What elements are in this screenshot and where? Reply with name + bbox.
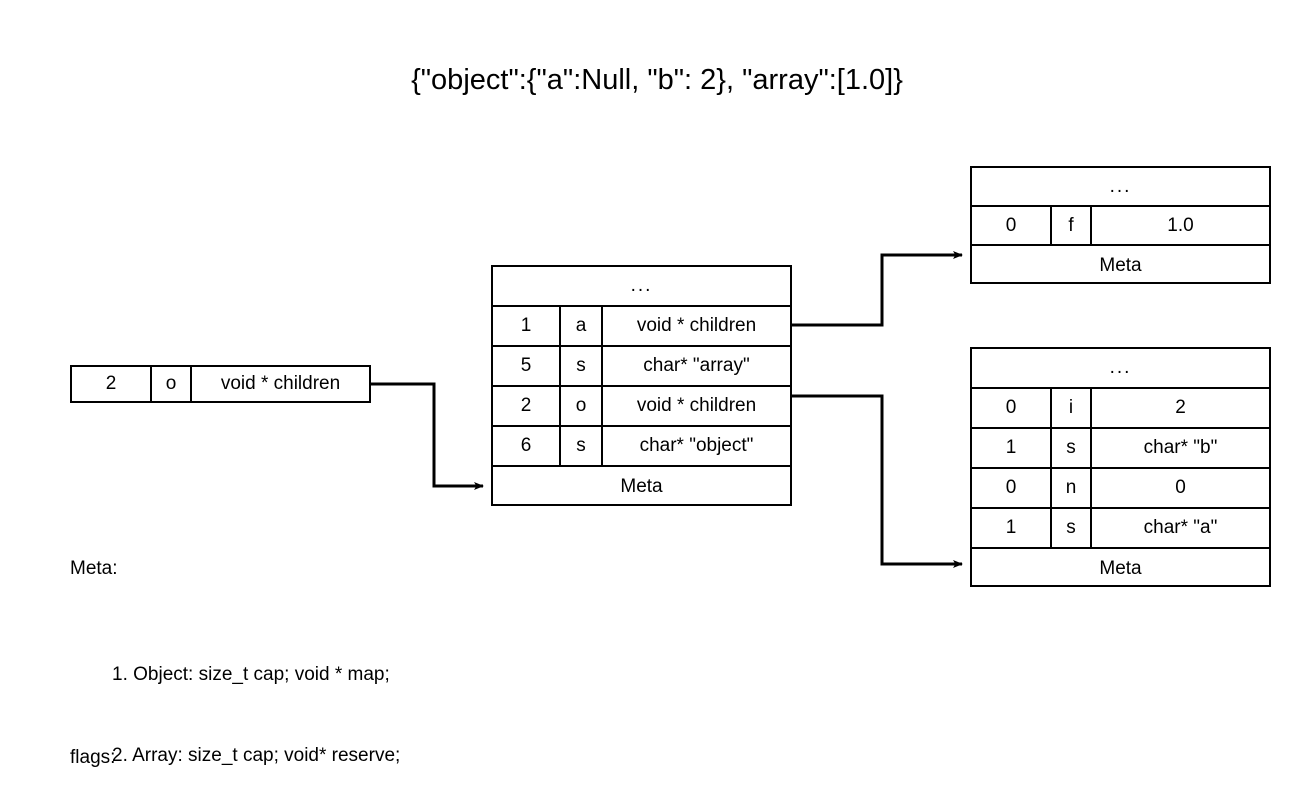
cell-value: void * children bbox=[220, 373, 341, 394]
cell-count: 5 bbox=[493, 347, 561, 385]
root-children-node: ... 1 a void * children 5 s char* "array… bbox=[491, 265, 792, 506]
arrow-middle-to-array bbox=[792, 251, 963, 327]
cell-flag: f bbox=[1052, 207, 1092, 244]
legend-meta-title: Meta: bbox=[70, 558, 118, 579]
cell-flag: s bbox=[561, 347, 603, 385]
table-row: 2 o void * children bbox=[72, 367, 369, 401]
cell-flag: s bbox=[1052, 509, 1092, 547]
table-row: 1 s char* "b" bbox=[972, 429, 1269, 469]
arrow-middle-to-object bbox=[792, 394, 963, 568]
meta-label: Meta bbox=[620, 476, 663, 497]
cell-value: void * children bbox=[636, 395, 757, 416]
table-row: 1 a void * children bbox=[493, 307, 790, 347]
cell-count: 0 bbox=[972, 389, 1052, 427]
array-children-node: ... 0 f 1.0 Meta bbox=[970, 166, 1271, 284]
cell-flag: s bbox=[1052, 429, 1092, 467]
table-row-ellipsis: ... bbox=[972, 168, 1269, 207]
cell-value: char* "b" bbox=[1143, 437, 1218, 458]
table-row-meta: Meta bbox=[493, 467, 790, 507]
page-title: {"object":{"a":Null, "b": 2}, "array":[1… bbox=[411, 64, 903, 96]
table-row: 6 s char* "object" bbox=[493, 427, 790, 467]
table-row-ellipsis: ... bbox=[972, 349, 1269, 389]
legend-flags-title: flags: bbox=[70, 747, 116, 768]
object-children-node: ... 0 i 2 1 s char* "b" 0 n 0 1 s char* … bbox=[970, 347, 1271, 587]
table-row: 2 o void * children bbox=[493, 387, 790, 427]
cell-flag: o bbox=[561, 387, 603, 425]
cell-value: char* "a" bbox=[1143, 517, 1218, 538]
cell-flag: o bbox=[152, 367, 192, 401]
cell-count: 0 bbox=[972, 469, 1052, 507]
meta-label: Meta bbox=[1099, 254, 1142, 276]
arrow-root-to-middle bbox=[371, 382, 484, 490]
cell-value: char* "array" bbox=[643, 355, 750, 376]
table-row-meta: Meta bbox=[972, 549, 1269, 589]
cell-value: 2 bbox=[1175, 397, 1186, 418]
legend-flags: flags: i -> int; a -> array; s -> string… bbox=[70, 690, 404, 810]
meta-label: Meta bbox=[1099, 558, 1142, 579]
table-row: 5 s char* "array" bbox=[493, 347, 790, 387]
cell-count: 2 bbox=[72, 367, 152, 401]
table-row: 1 s char* "a" bbox=[972, 509, 1269, 549]
table-row-meta: Meta bbox=[972, 246, 1269, 285]
root-node: 2 o void * children bbox=[70, 365, 371, 403]
cell-flag: s bbox=[561, 427, 603, 465]
legend-meta-item: 1. Object: size_t cap; void * map; bbox=[112, 664, 390, 685]
cell-count: 0 bbox=[972, 207, 1052, 244]
cell-count: 2 bbox=[493, 387, 561, 425]
cell-value: char* "object" bbox=[639, 435, 754, 456]
cell-value: 1.0 bbox=[1167, 214, 1194, 236]
cell-value: void * children bbox=[636, 315, 757, 336]
cell-count: 1 bbox=[493, 307, 561, 345]
table-row: 0 n 0 bbox=[972, 469, 1269, 509]
cell-flag: n bbox=[1052, 469, 1092, 507]
table-row-ellipsis: ... bbox=[493, 267, 790, 307]
legend-meta-item: 2. Array: size_t cap; void* reserve; bbox=[112, 745, 401, 766]
legend-meta-list: 1. Object: size_t cap; void * map; 2. Ar… bbox=[112, 607, 400, 810]
ellipsis-label: ... bbox=[1109, 175, 1132, 197]
ellipsis-label: ... bbox=[1109, 357, 1132, 378]
cell-count: 6 bbox=[493, 427, 561, 465]
table-row: 0 i 2 bbox=[972, 389, 1269, 429]
cell-flag: a bbox=[561, 307, 603, 345]
table-row: 0 f 1.0 bbox=[972, 207, 1269, 246]
cell-value: 0 bbox=[1175, 477, 1186, 498]
ellipsis-label: ... bbox=[630, 275, 653, 296]
cell-count: 1 bbox=[972, 429, 1052, 467]
cell-flag: i bbox=[1052, 389, 1092, 427]
cell-count: 1 bbox=[972, 509, 1052, 547]
